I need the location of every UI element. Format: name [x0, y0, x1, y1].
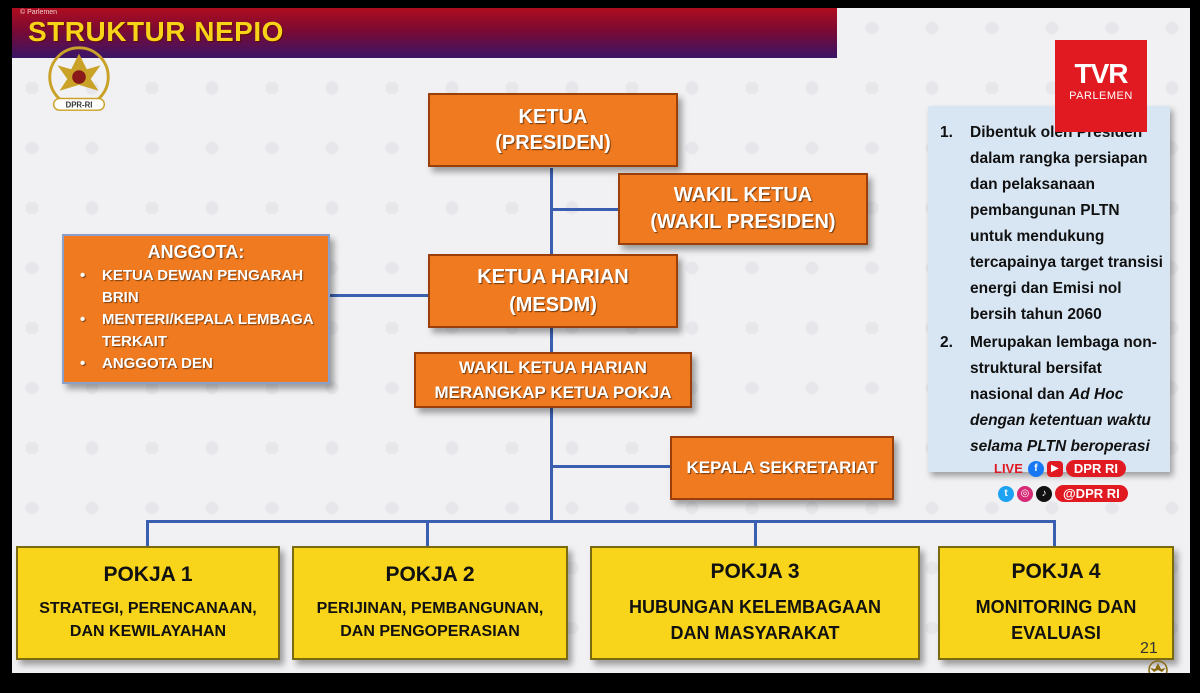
connector-pokja2 [426, 520, 429, 546]
ketua-subtitle: (PRESIDEN) [495, 132, 611, 154]
pokja-3-title: POKJA 3 [710, 560, 800, 583]
connector-pokja1 [146, 520, 149, 546]
box-pokja-4: POKJA 4 MONITORING DAN EVALUASI [938, 546, 1174, 660]
pokja-1-title: POKJA 1 [103, 563, 193, 586]
notes-panel: 1. Dibentuk oleh Presiden dalam rangka p… [928, 106, 1170, 472]
pokja-3-line1: HUBUNGAN KELEMBAGAAN [629, 597, 881, 617]
facebook-icon: f [1027, 460, 1044, 477]
wakil-ketua-subtitle: (WAKIL PRESIDEN) [650, 211, 836, 233]
box-anggota: ANGGOTA: KETUA DEWAN PENGARAH BRIN MENTE… [62, 234, 330, 384]
kepala-sekretariat-label: KEPALA SEKRETARIAT [686, 458, 878, 477]
twitter-icon: t [998, 485, 1014, 502]
copyright-text: © Parlemen [20, 9, 58, 16]
box-ketua-harian: KETUA HARIAN (MESDM) [428, 254, 678, 328]
dpr-emblem-label: DPR-RI [66, 101, 93, 110]
box-wakil-ketua: WAKIL KETUA (WAKIL PRESIDEN) [618, 173, 868, 245]
ketua-title: KETUA [518, 106, 588, 128]
tvr-logo-main: TVR [1074, 58, 1129, 89]
anggota-list: KETUA DEWAN PENGARAH BRIN MENTERI/KEPALA… [74, 265, 318, 375]
box-pokja-3: POKJA 3 HUBUNGAN KELEMBAGAAN DAN MASYARA… [590, 546, 920, 660]
anggota-item: MENTERI/KEPALA LEMBAGA TERKAIT [74, 309, 318, 353]
tvr-logo-sub: PARLEMEN [1069, 90, 1133, 102]
connector-sekretariat [552, 465, 672, 468]
pokja-2-line2: DAN PENGOPERASIAN [340, 623, 520, 640]
box-pokja-1: POKJA 1 STRATEGI, PERENCANAAN, DAN KEWIL… [16, 546, 280, 660]
anggota-title: ANGGOTA: [147, 242, 245, 262]
slide-frame: © Parlemen STRUKTUR NEPIO DPR-RI KETUA (… [12, 8, 1190, 673]
pokja-4-line1: MONITORING DAN [975, 597, 1137, 617]
connector-main-vertical [550, 168, 553, 522]
tvr-parlemen-logo: TVR PARLEMEN [1055, 40, 1147, 132]
connector-pokja4 [1053, 520, 1056, 546]
wakil-ketua-harian-title: WAKIL KETUA HARIAN [459, 358, 647, 377]
title-bar: © Parlemen STRUKTUR NEPIO [12, 8, 837, 58]
box-ketua: KETUA (PRESIDEN) [428, 93, 678, 167]
pokja-3-line2: DAN MASYARAKAT [670, 623, 840, 643]
dpr-mini-emblem-icon [1148, 660, 1168, 673]
wakil-ketua-title: WAKIL KETUA [673, 184, 813, 206]
dpr-emblem-icon: DPR-RI [48, 46, 110, 111]
ketua-harian-title: KETUA HARIAN [477, 266, 629, 288]
box-wakil-ketua-harian: WAKIL KETUA HARIAN MERANGKAP KETUA POKJA [414, 352, 692, 408]
note-1-number: 1. [940, 124, 953, 141]
social-handle-1: DPR RI [1065, 460, 1126, 477]
instagram-icon: ◎ [1017, 485, 1033, 502]
note-1-text: Dibentuk oleh Presiden dalam rangka pers… [970, 124, 1163, 323]
note-2-text: Merupakan lembaga non-struktural bersifa… [970, 334, 1157, 403]
pokja-1-line1: STRATEGI, PERENCANAAN, [39, 600, 257, 617]
anggota-item: ANGGOTA DEN [74, 353, 318, 375]
note-2-number: 2. [940, 334, 953, 351]
pokja-4-line2: EVALUASI [1011, 623, 1101, 643]
connector-anggota [330, 294, 430, 297]
anggota-item: KETUA DEWAN PENGARAH BRIN [74, 265, 318, 309]
connector-pokja-horizontal [146, 520, 1056, 523]
box-pokja-2: POKJA 2 PERIJINAN, PEMBANGUNAN, DAN PENG… [292, 546, 568, 660]
note-item-1: 1. Dibentuk oleh Presiden dalam rangka p… [940, 120, 1164, 328]
social-row-2: t ◎ ♪ @DPR RI [998, 485, 1128, 502]
note-2-italic-text: Ad Hoc dengan ketentuan waktu selama PLT… [970, 386, 1151, 455]
slide-title: STRUKTUR NEPIO [28, 16, 284, 47]
tiktok-icon: ♪ [1036, 485, 1052, 502]
pokja-1-line2: DAN KEWILAYAHAN [69, 623, 227, 640]
social-row-1: LIVE f ▶ DPR RI [994, 460, 1126, 477]
connector-pokja3 [754, 520, 757, 546]
connector-wakil-ketua [552, 208, 618, 211]
live-label: LIVE [994, 461, 1023, 476]
ketua-harian-subtitle: (MESDM) [509, 294, 597, 316]
pokja-2-title: POKJA 2 [385, 563, 475, 586]
wakil-ketua-harian-subtitle: MERANGKAP KETUA POKJA [434, 383, 672, 402]
note-item-2: 2. Merupakan lembaga non-struktural bers… [940, 330, 1164, 460]
pokja-4-title: POKJA 4 [1011, 560, 1101, 583]
social-handle-2: @DPR RI [1055, 485, 1128, 502]
youtube-icon: ▶ [1046, 460, 1063, 477]
box-kepala-sekretariat: KEPALA SEKRETARIAT [670, 436, 894, 500]
page-number: 21 [1140, 640, 1158, 657]
pokja-2-line1: PERIJINAN, PEMBANGUNAN, [316, 600, 544, 617]
